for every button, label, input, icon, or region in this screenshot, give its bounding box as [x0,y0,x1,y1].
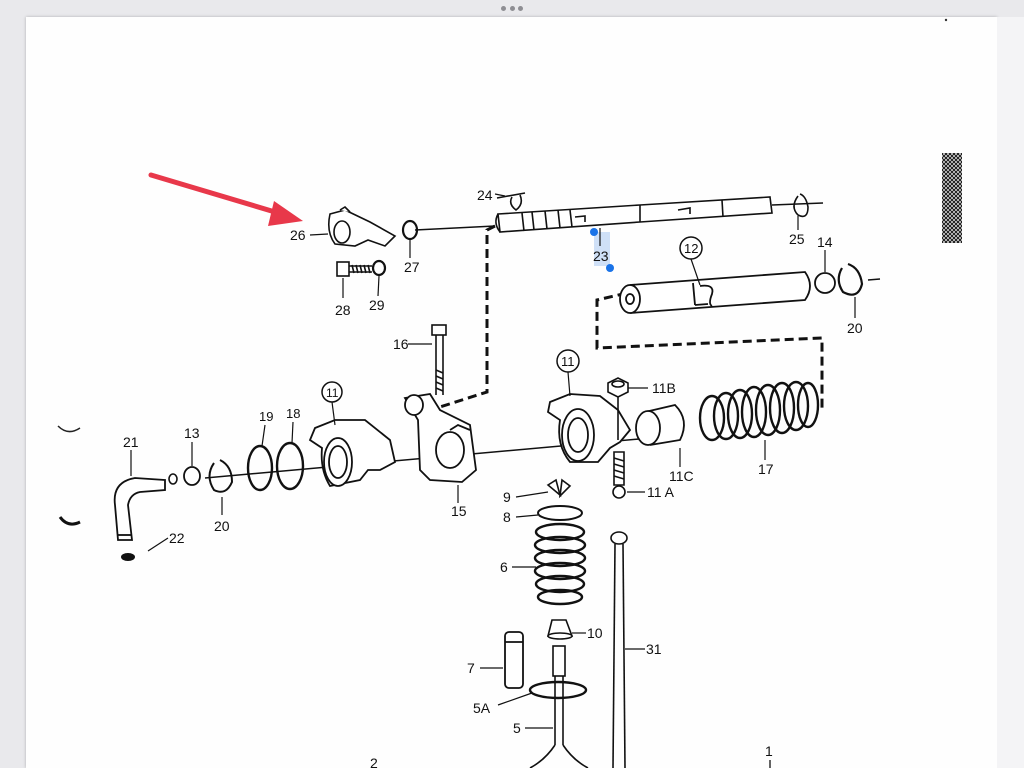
seal-19 [246,444,274,492]
callout-16: 16 [393,336,409,352]
spacer-tube-12 [619,271,811,314]
circlip-20 [837,262,864,296]
valve-spring-6 [533,522,587,606]
guide-7 [504,631,524,689]
page-mark-left: 2 [370,755,378,768]
callout-31: 31 [646,641,662,657]
callout-11-left: 11 [326,386,339,400]
callout-9: 9 [503,489,511,505]
callout-17: 17 [758,461,774,477]
callout-15: 15 [451,503,467,519]
support-bracket-15 [403,393,477,483]
seal-18 [275,441,305,491]
washer-27 [401,219,419,241]
callout-8: 8 [503,509,511,525]
callout-5A: 5A [473,700,491,716]
callout-11B: 11B [652,380,676,396]
page-mark-right: 1 [765,743,773,759]
callout-28: 28 [335,302,351,318]
callout-19: 19 [259,409,273,424]
callout-20-lower: 20 [214,518,230,534]
callout-11A: 11 A [647,484,675,500]
callout-24: 24 [477,187,493,203]
collets-9 [546,478,572,499]
pin-24 [496,192,526,212]
selection-handle-end[interactable] [606,264,614,272]
plug-13 [183,466,201,486]
washer-14 [814,272,836,294]
nut-11B [607,377,629,440]
bolt-16 [431,324,447,395]
drag-handle-icon[interactable] [501,6,523,12]
callout-12: 12 [684,241,698,256]
pipe-21 [113,477,166,541]
callout-6: 6 [500,559,508,575]
callout-11C: 11C [669,468,694,484]
adjusting-screw-11A [612,451,626,499]
margin-mark [58,516,81,526]
bushing-11C [635,404,685,446]
right-margin [997,17,1024,768]
callout-22: 22 [169,530,185,546]
rocker-arm-11-left [308,419,397,488]
callout-26: 26 [290,227,306,243]
callout-11-right: 11 [561,354,575,369]
callout-14: 14 [817,234,833,250]
rocker-shaft [414,196,824,233]
callout-23[interactable]: 23 [593,248,609,264]
text-selection-highlight[interactable] [594,232,610,266]
callout-27: 27 [404,259,420,275]
retainer-8 [537,505,583,521]
circlip-25 [793,193,809,218]
red-arrow-icon [148,172,303,226]
selection-handle-start[interactable] [590,228,598,236]
seal-22 [121,553,135,561]
margin-mark [57,425,81,433]
callout-20-top: 20 [847,320,863,336]
washer-5A [528,680,588,700]
rocker-arm-11-right [546,393,632,463]
callout-25: 25 [789,231,805,247]
washer-29 [371,259,387,277]
callout-10: 10 [587,625,603,641]
callout-5: 5 [513,720,521,736]
alignment-lines [439,224,824,410]
pushrod-31 [610,531,628,768]
callout-18: 18 [286,406,300,421]
callout-7: 7 [467,660,475,676]
callout-29: 29 [369,297,385,313]
bracket-26 [328,205,397,247]
valve-5 [529,645,589,768]
valve-seal-10 [546,619,574,640]
spring-17 [698,380,820,442]
window-top-bar [0,0,1024,17]
circlip-20-lower [208,459,234,493]
callout-13: 13 [184,425,200,441]
bolt-28 [336,261,372,277]
callout-21: 21 [123,434,139,450]
